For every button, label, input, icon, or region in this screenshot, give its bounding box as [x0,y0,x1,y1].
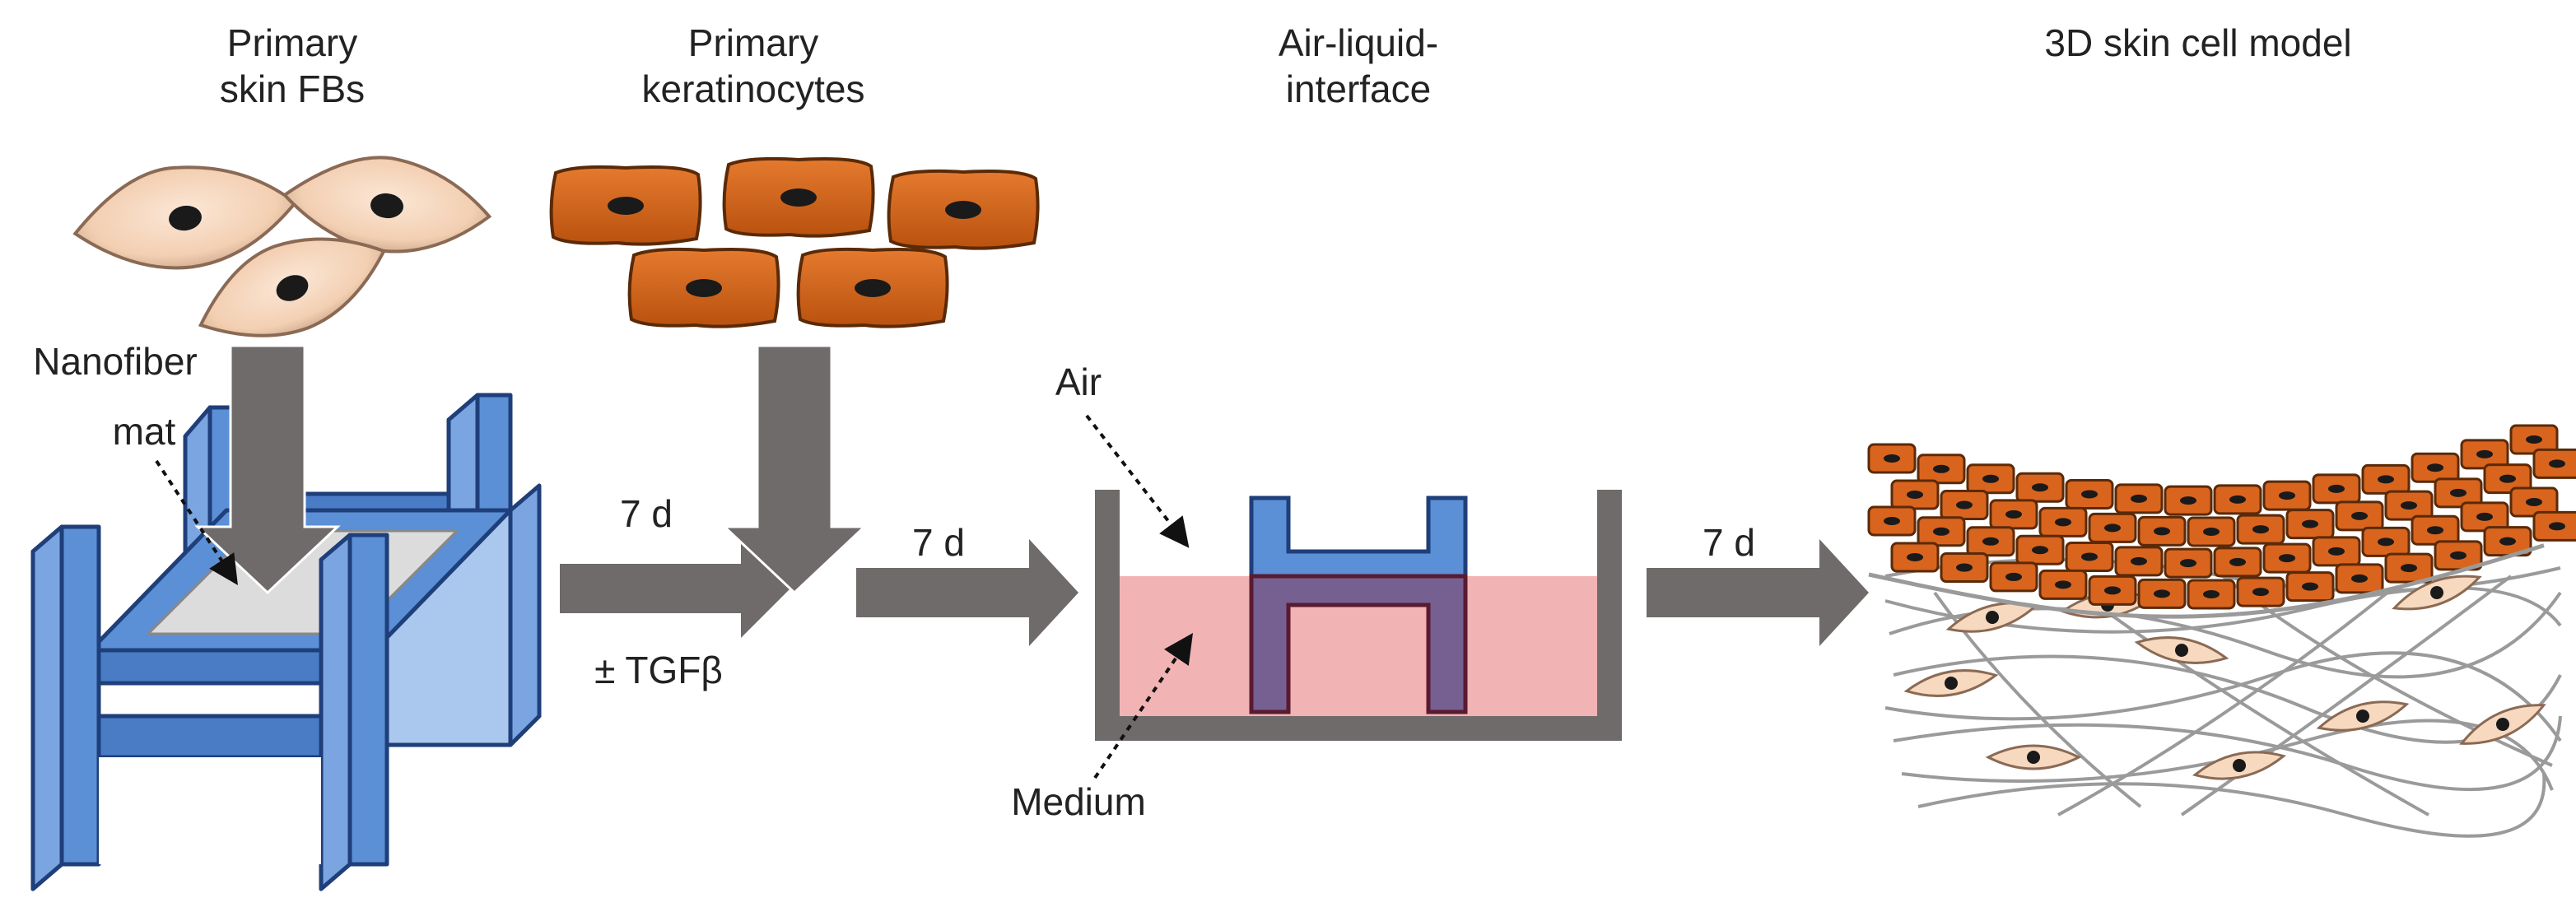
keratinocyte-cell [796,247,949,328]
skin-model [1867,424,2576,838]
keratinocyte-cell [1917,516,1966,547]
keratinocyte-cell [2164,485,2213,516]
step1-condition: ± TGFβ [594,649,723,691]
air-label: Air [1055,361,1102,403]
model-title: 3D skin cell model [2044,21,2351,64]
keratinocyte-cell [1940,490,1989,521]
keratinocyte-cell [2361,463,2411,495]
keratinocyte-cell [1917,454,1966,485]
keratinocyte-cell [2509,486,2559,518]
keratinocyte-cell [2038,569,2088,600]
step3-duration: 7 d [1703,521,1755,564]
step2-arrow [856,539,1078,646]
keratinocyte-cell [2088,512,2137,543]
nanofiber-pointer [155,459,238,586]
fibroblasts-title-line2: skin FBs [220,67,365,110]
keratinocytes-title-line2: keratinocytes [641,67,864,110]
keratinocyte-cell [2213,547,2262,578]
step1-arrow [560,539,790,638]
keratinocyte-cell [2335,500,2384,532]
keratinocyte-cell [2411,452,2460,483]
keratinocyte-cell [1867,505,1917,537]
keratinocyte-cell [1989,561,2038,593]
fibroblast-cell [198,237,387,337]
keratinocyte-cell [2532,448,2576,479]
keratinocyte-cell [2384,552,2434,584]
step1-duration: 7 d [620,492,673,535]
keratinocyte-cell [1966,463,2015,495]
keratinocyte-cell [549,165,702,246]
keratinocyte-cell [2114,483,2164,514]
nanofiber-label-line2: mat [113,410,176,453]
ali-title-line2: interface [1286,67,1431,110]
keratinocyte-cell [887,169,1040,250]
keratinocyte-cell [627,247,780,328]
keratinocyte-cell [2038,506,2088,537]
keratinocyte-cell [2114,546,2164,577]
keratinocyte-cell [2434,477,2483,509]
keratinocyte-cell [2411,514,2460,546]
keratinocyte-cell [2262,542,2312,574]
keratinocyte-cell [2460,439,2509,470]
medium-pointer [1093,633,1194,779]
seeding-arrow-keratinocytes [721,344,868,595]
keratinocyte-cell [722,156,875,238]
keratinocyte-cell [2088,575,2137,606]
keratinocyte-cell [2065,478,2114,509]
medium-label: Medium [1011,780,1146,823]
step2-duration: 7 d [912,521,965,564]
keratinocyte-cell [2509,424,2559,455]
step3-arrow [1647,539,1869,646]
keratinocyte-cell [2335,563,2384,594]
keratinocyte-layers [1867,424,2576,619]
keratinocyte-cell [2285,571,2335,603]
ali-title-line1: Air-liquid- [1279,21,1438,64]
keratinocyte-cell [1966,526,2015,557]
keratinocyte-cell [1890,542,1940,573]
keratinocyte-cell [2015,472,2065,503]
nanofiber-scaffold [30,393,542,891]
keratinocyte-cell [1890,479,1940,510]
nanofibers [1884,558,2562,838]
air-pointer [1085,414,1190,548]
keratinocyte-cell [2285,509,2335,540]
keratinocyte-cell [2213,484,2262,515]
seeding-arrow-fibroblasts [194,344,341,595]
keratinocyte-cell [1989,499,2038,530]
fibroblast-cells [72,156,492,337]
keratinocyte-cell [2262,480,2312,511]
keratinocyte-cell [2361,526,2411,557]
keratinocyte-cell [2187,579,2236,610]
keratinocyte-cell [2312,536,2361,567]
nanofiber-label-line1: Nanofiber [33,340,197,383]
fibroblasts-title-line1: Primary [227,21,357,64]
keratinocytes-title-line1: Primary [688,21,818,64]
keratinocyte-cell [2483,463,2532,495]
keratinocyte-cell [2312,473,2361,505]
keratinocyte-cell [2065,541,2114,572]
keratinocyte-cell [2187,516,2236,547]
keratinocyte-cell [2015,534,2065,565]
ali-well [1095,490,1622,741]
keratinocyte-cell [2137,578,2187,609]
basement-line [1868,543,2545,619]
keratinocyte-cell [1940,552,1989,584]
keratinocyte-cell [2164,547,2213,579]
keratinocyte-cell [2532,510,2576,542]
keratinocyte-cell [2137,515,2187,547]
keratinocyte-cell [2236,576,2285,607]
keratinocyte-cells [549,156,1040,328]
keratinocyte-cell [2384,490,2434,521]
keratinocyte-cell [1867,443,1917,474]
submerged-insert [1249,574,1468,714]
keratinocyte-cell [2236,514,2285,545]
